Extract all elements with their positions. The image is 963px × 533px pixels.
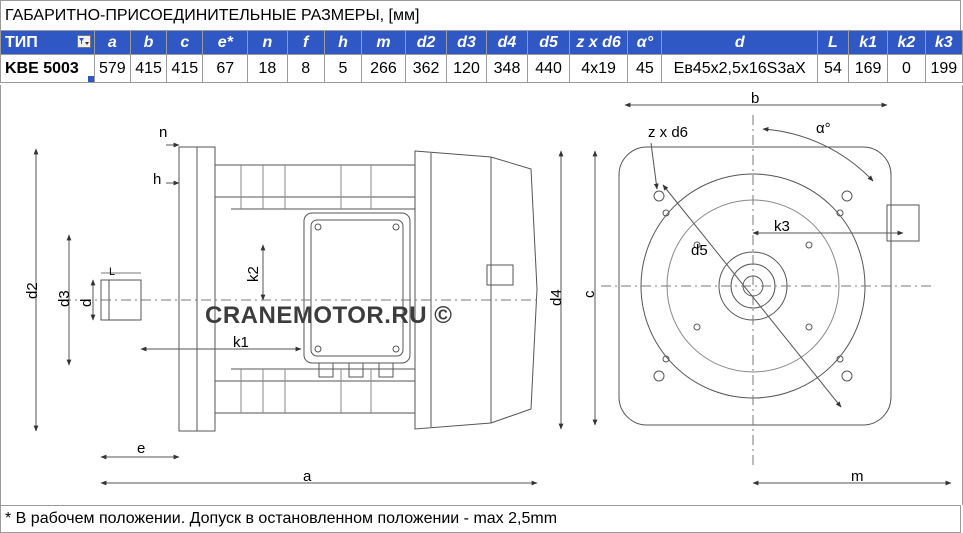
column-header-m: m — [361, 30, 406, 55]
column-header-k3: k3 — [924, 30, 963, 55]
brake-cover — [414, 150, 538, 430]
table-cell: 8 — [286, 54, 325, 83]
table-cell: 415 — [129, 54, 168, 83]
column-header-n: n — [247, 30, 288, 55]
column-header-alpha: α° — [627, 30, 663, 55]
dim-label-d4: d4 — [548, 289, 565, 306]
column-header-d3: d3 — [446, 30, 487, 55]
motor-drawing: n h L d d2 d3 d4 k1 k2 e a b c m z x d6 … — [0, 85, 963, 505]
table-cell: Ев45х2,5х16S3аХ — [661, 54, 818, 83]
table-cell: 415 — [166, 54, 204, 83]
column-header-zxd6: z x d6 — [568, 30, 629, 55]
table-title: ГАБАРИТНО-ПРИСОЕДИНИТЕЛЬНЫЕ РАЗМЕРЫ, [мм… — [0, 0, 961, 30]
table-header-row: ТИП a b c e* n f h m d2 d3 d4 d5 z x d6 … — [0, 30, 963, 55]
dim-label-d3: d3 — [56, 290, 73, 307]
table-cell: 169 — [847, 54, 889, 83]
column-header-type: ТИП — [0, 30, 95, 55]
dim-label-e: e — [137, 440, 145, 457]
footnote: * В рабочем положении. Допуск в остановл… — [0, 505, 961, 533]
dim-label-d: d — [78, 299, 95, 307]
flange-outline — [178, 146, 198, 432]
column-header-L: L — [817, 30, 849, 55]
terminal-box — [303, 212, 411, 364]
dim-label-b: b — [751, 90, 759, 107]
table-cell: 199 — [924, 54, 963, 83]
table-cell: 348 — [485, 54, 529, 83]
dim-label-k3: k3 — [774, 218, 790, 235]
table-cell: 266 — [361, 54, 406, 83]
column-header-a: a — [93, 30, 131, 55]
dim-label-c: c — [581, 290, 598, 298]
dim-label-n: n — [159, 124, 167, 141]
table-cell: 5 — [323, 54, 363, 83]
column-header-h: h — [323, 30, 363, 55]
dim-label-d5: d5 — [691, 242, 708, 259]
filter-dropdown-icon[interactable] — [76, 35, 91, 48]
column-header-d2: d2 — [404, 30, 448, 55]
watermark-text: CRANEMOTOR.RU © — [205, 302, 453, 329]
column-header-label: ТИП — [5, 33, 38, 51]
technical-drawing-svg: n h L d d2 d3 d4 k1 k2 e a b c m z x d6 … — [24, 90, 952, 486]
table-cell: 362 — [404, 54, 448, 83]
column-header-e: e* — [202, 30, 249, 55]
cell-fill-handle — [87, 76, 94, 82]
table-cell-type[interactable]: KBE 5003 — [0, 54, 95, 83]
dim-label-m: m — [851, 468, 864, 485]
column-header-c: c — [166, 30, 204, 55]
dim-label-L: L — [109, 266, 115, 278]
housing-outline — [214, 164, 416, 414]
dim-label-k2: k2 — [245, 266, 262, 282]
table-cell: 54 — [817, 54, 849, 83]
column-header-d: d — [661, 30, 818, 55]
column-header-d4: d4 — [485, 30, 529, 55]
dim-label-d2: d2 — [24, 282, 41, 299]
table-cell: 440 — [527, 54, 570, 83]
table-cell: 67 — [202, 54, 249, 83]
dim-label-a: a — [303, 468, 312, 485]
dimensions-table: ТИП a b c e* n f h m d2 d3 d4 d5 z x d6 … — [0, 30, 963, 83]
table-cell: 579 — [93, 54, 131, 83]
table-cell: 120 — [446, 54, 487, 83]
column-header-k1: k1 — [847, 30, 889, 55]
dim-label-h: h — [153, 171, 161, 188]
column-header-b: b — [129, 30, 168, 55]
table-cell: 45 — [627, 54, 663, 83]
table-cell: 0 — [887, 54, 926, 83]
column-header-k2: k2 — [887, 30, 926, 55]
table-row: KBE 5003 579 415 415 67 18 8 5 266 362 1… — [0, 54, 963, 83]
dim-label-alpha: α° — [816, 120, 831, 137]
dim-label-zxd6: z x d6 — [648, 124, 688, 141]
dim-label-k1: k1 — [233, 334, 249, 351]
column-header-d5: d5 — [527, 30, 570, 55]
table-cell: 4x19 — [568, 54, 629, 83]
column-header-f: f — [286, 30, 325, 55]
table-cell: 18 — [247, 54, 288, 83]
